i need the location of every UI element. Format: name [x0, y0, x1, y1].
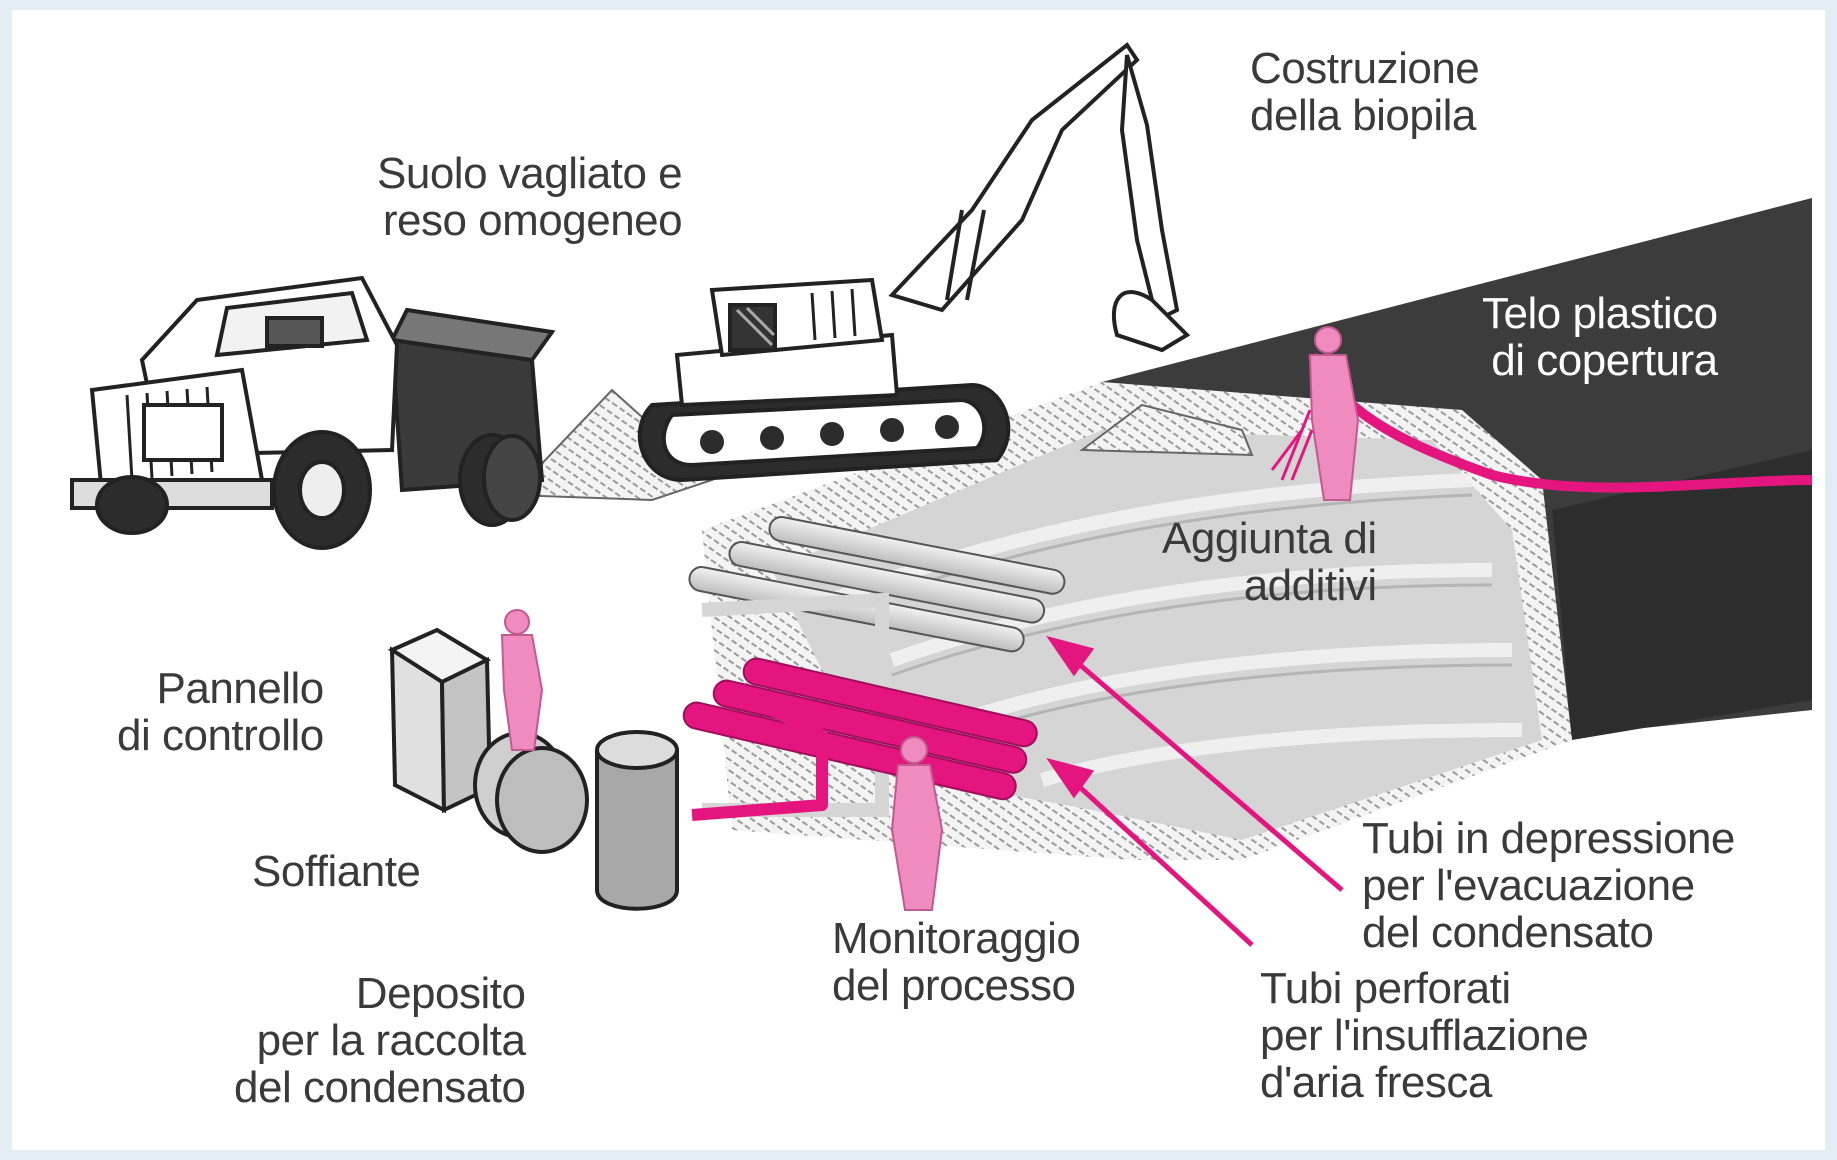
sand-pile-right — [1079, 403, 1254, 457]
worker-control-panel — [500, 609, 544, 751]
excavator — [637, 42, 1191, 483]
label-deposito-condensato: Deposito per la raccolta del condensato — [234, 969, 526, 1112]
condensate-tank — [595, 730, 679, 911]
plastic-cover — [1102, 198, 1812, 740]
label-tubi-depressione: Tubi in depressione per l'evacuazione de… — [1362, 814, 1735, 957]
worker-monitoring — [890, 736, 944, 911]
label-costruzione-biopila: Costruzione della biopila — [1250, 44, 1480, 140]
label-soffiante: Soffiante — [252, 847, 421, 896]
biopile-illustration — [70, 42, 1813, 947]
leader-arrows — [1046, 635, 1344, 947]
label-suolo-vagliato: Suolo vagliato e reso omogeneo — [377, 149, 683, 245]
diagram-canvas: Costruzione della biopila Suolo vagliato… — [12, 10, 1825, 1150]
label-tubi-perforati: Tubi perforati per l'insufflazione d'ari… — [1260, 964, 1589, 1107]
blower — [473, 731, 589, 854]
dump-truck — [70, 275, 556, 550]
label-telo-plastico: Telo plastico di copertura — [1482, 289, 1718, 385]
label-monitoraggio-processo: Monitoraggio del processo — [832, 914, 1081, 1010]
worker-figures — [500, 326, 1360, 911]
label-pannello-controllo: Pannello di controllo — [117, 664, 324, 760]
worker-additives — [1270, 326, 1360, 501]
label-aggiunta-additivi: Aggiunta di additivi — [1162, 514, 1377, 610]
